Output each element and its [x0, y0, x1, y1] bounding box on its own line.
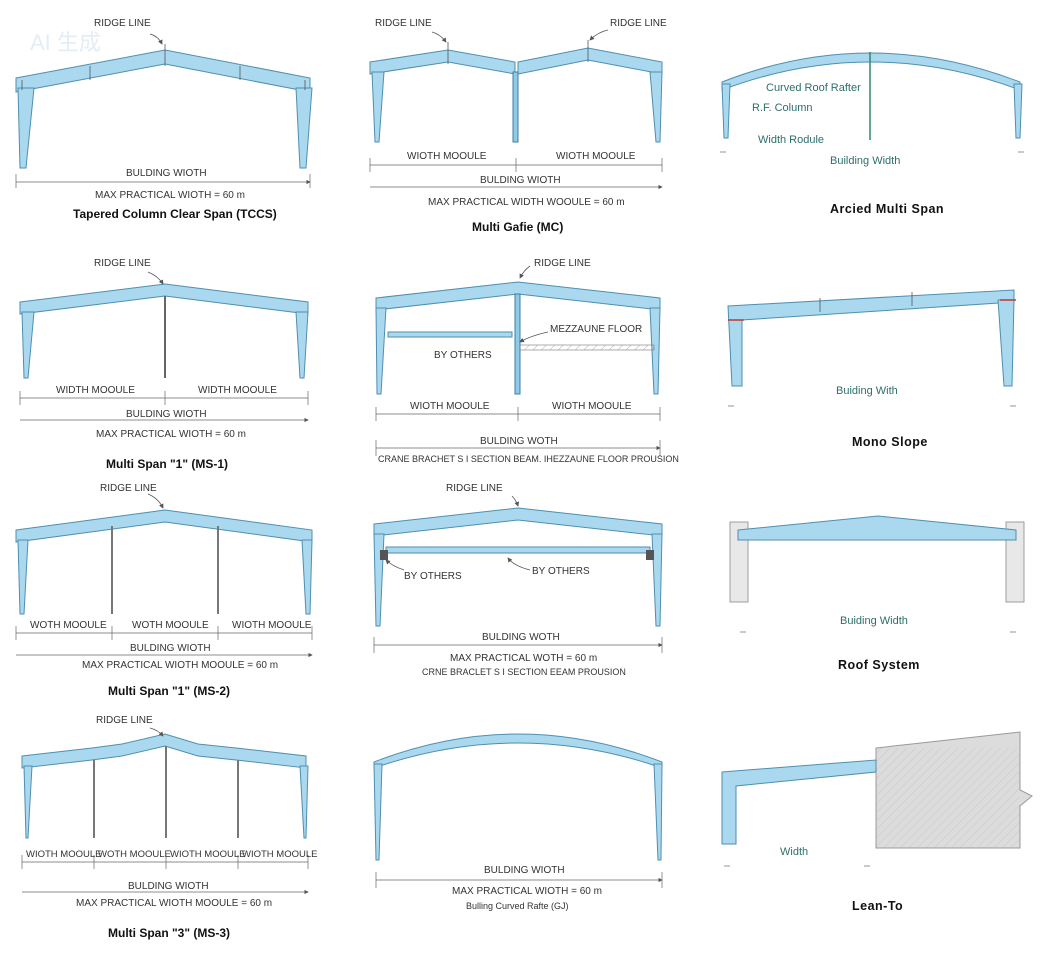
ms3-width-module-3: WIOTH MOOULE: [170, 849, 245, 860]
diagram-mono-slope: Buiding With Mono Slope: [727, 289, 1016, 449]
ms1-width-module-2: WIDTH MOOULE: [198, 385, 277, 396]
mg-caption: Multi Gafie (MC): [472, 220, 563, 234]
ms2-width-module-3: WIOTH MOOULE: [232, 620, 312, 631]
ms3-caption: Multi Span "3" (MS-3): [108, 926, 230, 940]
mono-building-width: Buiding With: [836, 385, 898, 397]
mg-ridge-line-1: RIDGE LINE: [375, 18, 432, 29]
diagram-roof-system: Buiding Width Roof System: [729, 515, 1025, 672]
mg-width-module-2: WIOTH MOOULE: [556, 151, 636, 162]
ms3-ridge-line: RIDGE LINE: [96, 715, 153, 726]
diagram-tccs: RIDGE LINE BULDING WIOTH MAX PRACTICAL W…: [15, 18, 313, 221]
diagram-ms3: RIDGE LINE WIOTH MOOULE WOTH MOOULE WIOT…: [21, 715, 317, 940]
diagram-ms2: RIDGE LINE WOTH MOOULE WOTH MOOULE WIOTH…: [15, 483, 313, 698]
crane-ridge-line: RIDGE LINE: [446, 483, 503, 494]
lean-caption: Lean-To: [852, 899, 903, 913]
ms2-ridge-line: RIDGE LINE: [100, 483, 157, 494]
roof-caption: Roof System: [838, 658, 920, 672]
mg-ridge-line-2: RIDGE LINE: [610, 18, 667, 29]
ms1-caption: Multi Span "1" (MS-1): [106, 457, 228, 471]
ms1-ridge-line: RIDGE LINE: [94, 258, 151, 269]
arched-rf-column: R.F. Column: [752, 102, 813, 114]
mezz-building-width: BULDING WOTH: [480, 436, 558, 447]
crane-max-width: MAX PRACTICAL WOTH = 60 m: [450, 653, 597, 664]
ms1-width-module-1: WIDTH MOOULE: [56, 385, 135, 396]
mezz-width-module-2: WIOTH MOOULE: [552, 401, 632, 412]
crane-by-others-1: BY OTHERS: [404, 571, 462, 582]
roof-building-width: Buiding Width: [840, 615, 908, 627]
mezz-ridge-line: RIDGE LINE: [534, 258, 591, 269]
mg-building-width: BULDING WIOTH: [480, 175, 561, 186]
tccs-max-width: MAX PRACTICAL WIOTH = 60 m: [95, 190, 245, 201]
ms1-max-width: MAX PRACTICAL WIOTH = 60 m: [96, 429, 246, 440]
diagram-arch-rafter: BULDING WIOTH MAX PRACTICAL WIOTH = 60 m…: [373, 733, 663, 911]
ms2-max-width: MAX PRACTICAL WIOTH MOOULE = 60 m: [82, 660, 278, 671]
diagram-multi-gable: RIDGE LINE RIDGE LINE WIOTH MOOULE WIOTH…: [369, 18, 667, 234]
ms3-building-width: BULDING WIOTH: [128, 881, 209, 892]
watermark: AI 生成: [30, 30, 101, 55]
ms3-width-module-1: WIOTH MOOULE: [26, 849, 101, 860]
mezz-note: CRANE BRACHET S I SECTION BEAM. IHEZZAUN…: [378, 454, 679, 464]
diagram-crane: RIDGE LINE BY OTHERS BY OTHERS BULDING W…: [373, 483, 663, 677]
arch-note: Bulling Curved Rafte (GJ): [466, 901, 569, 911]
crane-note: CRNE BRACLET S I SECTION EEAM PROUSION: [422, 667, 626, 677]
mono-caption: Mono Slope: [852, 435, 928, 449]
arch-max-width: MAX PRACTICAL WIOTH = 60 m: [452, 886, 602, 897]
arched-building-width: Building Width: [830, 155, 900, 167]
diagram-arched-multi-span: Curved Roof Rafter R.F. Column Width Rod…: [720, 52, 1024, 216]
diagram-mezzanine: RIDGE LINE MEZZAUNE FLOOR BY OTHERS WIOT…: [375, 258, 679, 464]
crane-building-width: BULDING WOTH: [482, 632, 560, 643]
arched-curved-rafter: Curved Roof Rafter: [766, 82, 861, 94]
ms3-width-module-2: WOTH MOOULE: [98, 849, 171, 860]
mezz-mezzanine-floor: MEZZAUNE FLOOR: [550, 324, 642, 335]
crane-by-others-2: BY OTHERS: [532, 566, 590, 577]
ms2-width-module-2: WOTH MOOULE: [132, 620, 209, 631]
ms3-width-module-4: WIOTH MOOULE: [242, 849, 317, 860]
diagram-lean-to: Width Lean-To: [721, 731, 1033, 913]
arch-building-width: BULDING WIOTH: [484, 865, 565, 876]
ms3-max-width: MAX PRACTICAL WIOTH MOOULE = 60 m: [76, 898, 272, 909]
ms1-building-width: BULDING WIOTH: [126, 409, 207, 420]
tccs-caption: Tapered Column Clear Span (TCCS): [73, 207, 277, 221]
mezz-width-module-1: WIOTH MOOULE: [410, 401, 490, 412]
mg-width-module-1: WIOTH MOOULE: [407, 151, 487, 162]
mg-max-width: MAX PRACTICAL WIDTH WOOULE = 60 m: [428, 197, 625, 208]
mezz-by-others: BY OTHERS: [434, 350, 492, 361]
diagram-ms1: RIDGE LINE WIDTH MOOULE WIDTH MOOULE BUL…: [19, 258, 309, 471]
ms2-width-module-1: WOTH MOOULE: [30, 620, 107, 631]
arched-caption: Arcied Multi Span: [830, 202, 944, 216]
ms2-building-width: BULDING WIOTH: [130, 643, 211, 654]
ms2-caption: Multi Span "1" (MS-2): [108, 684, 230, 698]
tccs-ridge-line: RIDGE LINE: [94, 18, 151, 29]
tccs-building-width: BULDING WIOTH: [126, 168, 207, 179]
arched-width-module: Width Rodule: [758, 134, 824, 146]
lean-width: Width: [780, 846, 808, 858]
